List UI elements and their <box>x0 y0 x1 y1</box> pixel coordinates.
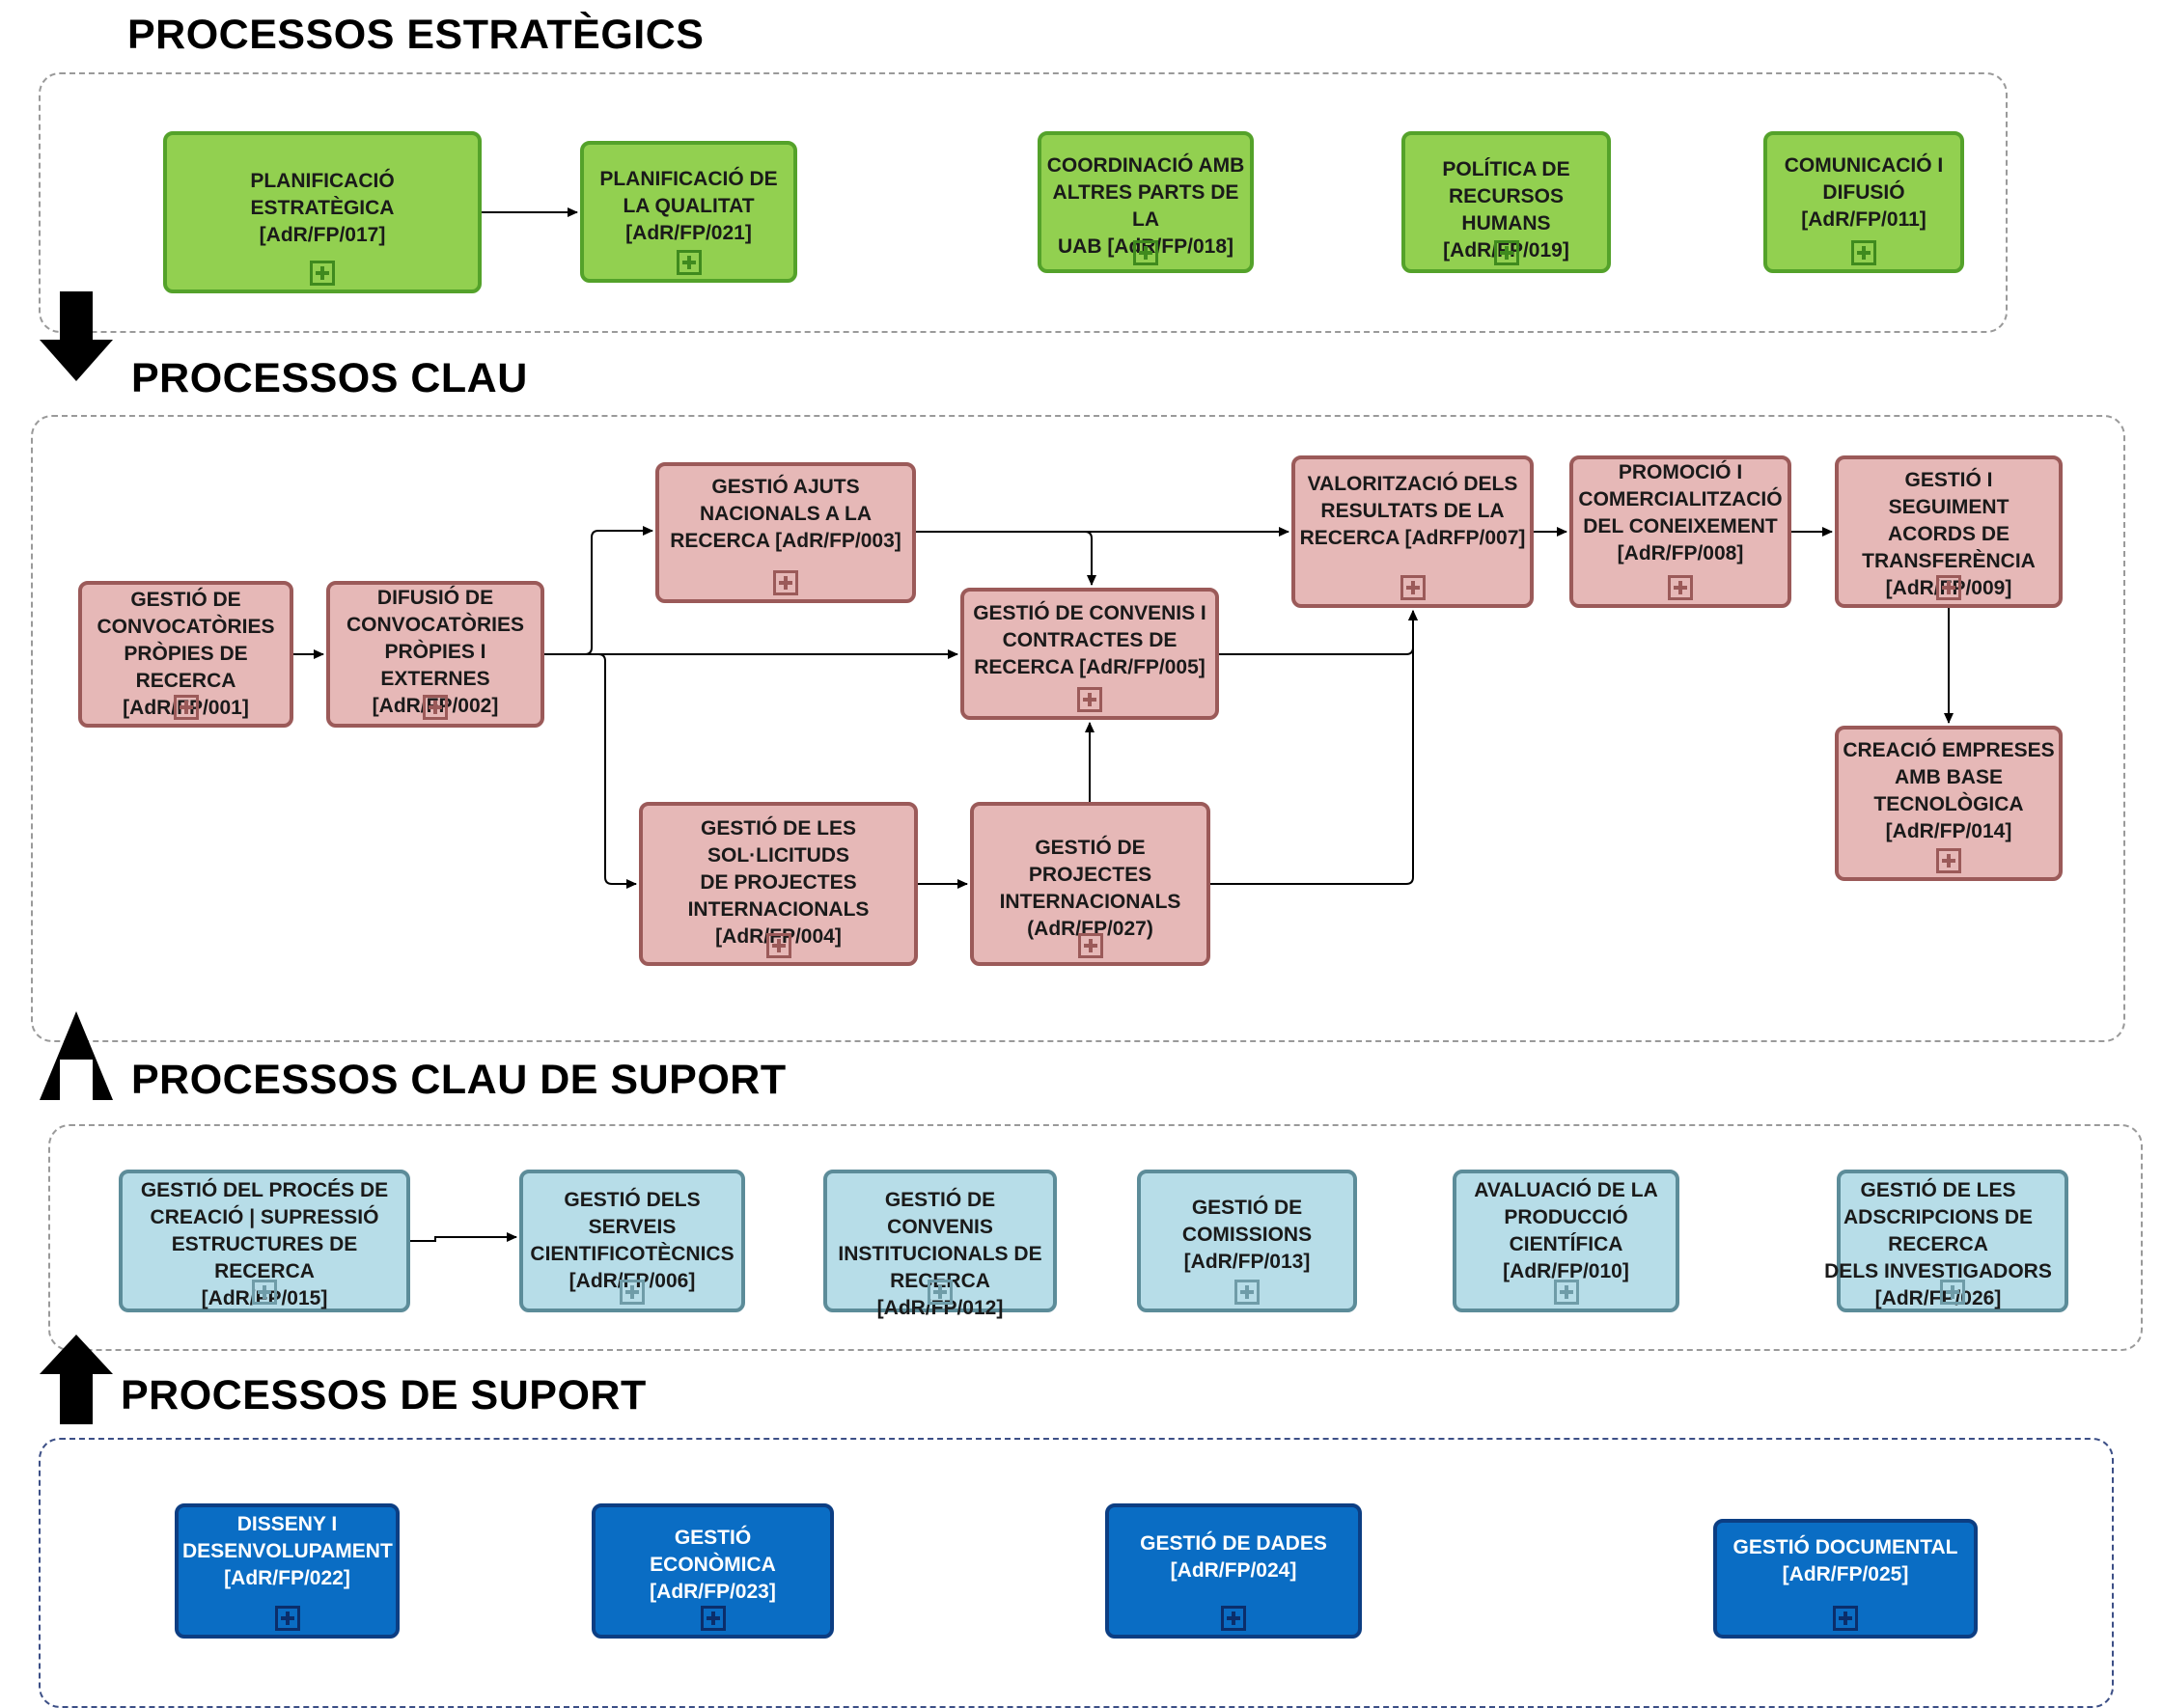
process-label: GESTIÓ AJUTS NACIONALS A LA RECERCA [AdR… <box>670 476 901 552</box>
expand-icon[interactable] <box>310 261 335 286</box>
process-label: GESTIÓ DE LES SOL·LICITUDS DE PROJECTES … <box>687 817 870 948</box>
process-label: GESTIÓ DELS SERVEIS CIENTIFICOTÈCNICS [A… <box>530 1189 735 1292</box>
process-label: AVALUACIÓ DE LA PRODUCCIÓ CIENTÍFICA [Ad… <box>1474 1179 1658 1282</box>
expand-icon[interactable] <box>676 250 702 275</box>
process-box-023[interactable]: GESTIÓ ECONÒMICA [AdR/FP/023] <box>592 1503 834 1639</box>
process-box-006[interactable]: GESTIÓ DELS SERVEIS CIENTIFICOTÈCNICS [A… <box>519 1170 745 1312</box>
expand-icon[interactable] <box>928 1280 953 1305</box>
process-label: VALORITZACIÓ DELS RESULTATS DE LA RECERC… <box>1299 473 1526 549</box>
expand-icon[interactable] <box>773 570 798 595</box>
expand-icon[interactable] <box>1493 240 1519 265</box>
expand-icon[interactable] <box>252 1280 277 1305</box>
expand-icon[interactable] <box>274 1606 300 1631</box>
process-box-001[interactable]: GESTIÓ DE CONVOCATÒRIES PRÒPIES DE RECER… <box>78 581 293 728</box>
process-box-026[interactable]: GESTIÓ DE LES ADSCRIPCIONS DE RECERCA DE… <box>1824 1170 2068 1312</box>
process-box-009[interactable]: GESTIÓ I SEGUIMENT ACORDS DE TRANSFERÈNC… <box>1835 455 2063 608</box>
strategic-frame <box>39 72 2008 333</box>
process-label: DIFUSIÓ DE CONVOCATÒRIES PRÒPIES I EXTER… <box>346 587 524 717</box>
section-title-support: PROCESSOS DE SUPORT <box>121 1372 647 1419</box>
process-label: POLÍTICA DE RECURSOS HUMANS [AdR/FP/019] <box>1442 158 1570 262</box>
expand-icon[interactable] <box>1936 575 1961 600</box>
process-box-025[interactable]: GESTIÓ DOCUMENTAL [AdR/FP/025] <box>1713 1519 1978 1639</box>
connector-027-007 <box>1210 610 1418 885</box>
expand-icon[interactable] <box>1234 1280 1260 1305</box>
process-box-014[interactable]: CREACIÓ EMPRESES AMB BASE TECNOLÒGICA [A… <box>1835 726 2063 881</box>
process-label: GESTIÓ DE LES ADSCRIPCIONS DE RECERCA DE… <box>1824 1179 2052 1309</box>
support-frame <box>39 1438 2114 1708</box>
expand-icon[interactable] <box>1940 1280 1965 1305</box>
process-box-010[interactable]: AVALUACIÓ DE LA PRODUCCIÓ CIENTÍFICA [Ad… <box>1453 1170 1679 1312</box>
process-box-027[interactable]: GESTIÓ DE PROJECTES INTERNACIONALS (AdR/… <box>970 802 1210 966</box>
process-label: GESTIÓ ECONÒMICA [AdR/FP/023] <box>650 1527 776 1603</box>
up-arrow-icon <box>40 1011 113 1100</box>
key-frame <box>31 415 2125 1042</box>
connector-003-005 <box>916 531 1096 586</box>
expand-icon[interactable] <box>1668 575 1693 600</box>
process-box-003[interactable]: GESTIÓ AJUTS NACIONALS A LA RECERCA [AdR… <box>655 462 916 603</box>
expand-icon[interactable] <box>423 695 448 720</box>
section-title-key-support: PROCESSOS CLAU DE SUPORT <box>131 1057 787 1103</box>
process-label: GESTIÓ DE PROJECTES INTERNACIONALS (AdR/… <box>999 837 1181 940</box>
process-label: GESTIÓ DOCUMENTAL [AdR/FP/025] <box>1732 1536 1958 1585</box>
process-label: GESTIÓ DE COMISSIONS [AdR/FP/013] <box>1181 1197 1313 1273</box>
process-box-015[interactable]: GESTIÓ DEL PROCÉS DE CREACIÓ | SUPRESSIÓ… <box>119 1170 410 1312</box>
expand-icon[interactable] <box>1400 575 1426 600</box>
process-label: PROMOCIÓ I COMERCIALITZACIÓ DEL CONEIXEM… <box>1578 461 1783 565</box>
expand-icon[interactable] <box>173 695 199 720</box>
process-box-007[interactable]: VALORITZACIÓ DELS RESULTATS DE LA RECERC… <box>1291 455 1534 608</box>
process-label: GESTIÓ DE DADES [AdR/FP/024] <box>1140 1532 1327 1582</box>
process-label: DISSENY I DESENVOLUPAMENT [AdR/FP/022] <box>182 1513 393 1589</box>
process-box-strategic-planning[interactable]: PLANIFICACIÓ ESTRATÈGICA [AdR/FP/017] <box>163 131 482 293</box>
process-box-013[interactable]: GESTIÓ DE COMISSIONS [AdR/FP/013] <box>1137 1170 1357 1312</box>
process-label: GESTIÓ DE CONVENIS I CONTRACTES DE RECER… <box>973 602 1206 678</box>
expand-icon[interactable] <box>700 1606 726 1631</box>
expand-icon[interactable] <box>620 1280 645 1305</box>
process-box-communication[interactable]: COMUNICACIÓ I DIFUSIÓ [AdR/FP/011] <box>1763 131 1964 273</box>
process-box-005[interactable]: GESTIÓ DE CONVENIS I CONTRACTES DE RECER… <box>960 588 1219 720</box>
process-box-quality-planning[interactable]: PLANIFICACIÓ DE LA QUALITAT [AdR/FP/021] <box>580 141 797 283</box>
process-label: COMUNICACIÓ I DIFUSIÓ [AdR/FP/011] <box>1784 154 1944 231</box>
expand-icon[interactable] <box>765 933 791 958</box>
section-title-key: PROCESSOS CLAU <box>131 355 528 401</box>
connector-005-007 <box>1219 610 1418 655</box>
connector-002-004 <box>544 653 637 889</box>
process-box-hr-policy[interactable]: POLÍTICA DE RECURSOS HUMANS [AdR/FP/019] <box>1401 131 1611 273</box>
process-label: PLANIFICACIÓ DE LA QUALITAT [AdR/FP/021] <box>599 168 778 244</box>
process-box-008[interactable]: PROMOCIÓ I COMERCIALITZACIÓ DEL CONEIXEM… <box>1569 455 1791 608</box>
process-label: PLANIFICACIÓ ESTRATÈGICA [AdR/FP/017] <box>250 170 395 246</box>
process-box-024[interactable]: GESTIÓ DE DADES [AdR/FP/024] <box>1105 1503 1362 1639</box>
process-box-022[interactable]: DISSENY I DESENVOLUPAMENT [AdR/FP/022] <box>175 1503 400 1639</box>
process-label: CREACIÓ EMPRESES AMB BASE TECNOLÒGICA [A… <box>1843 739 2055 842</box>
expand-icon[interactable] <box>1221 1606 1246 1631</box>
expand-icon[interactable] <box>1077 933 1103 958</box>
process-label: GESTIÓ DE CONVOCATÒRIES PRÒPIES DE RECER… <box>97 589 275 719</box>
expand-icon[interactable] <box>1833 1606 1858 1631</box>
process-box-002[interactable]: DIFUSIÓ DE CONVOCATÒRIES PRÒPIES I EXTER… <box>326 581 544 728</box>
expand-icon[interactable] <box>1133 240 1158 265</box>
expand-icon[interactable] <box>1077 687 1102 712</box>
expand-icon[interactable] <box>1936 848 1961 873</box>
expand-icon[interactable] <box>1553 1280 1579 1305</box>
expand-icon[interactable] <box>1851 240 1876 265</box>
process-box-004[interactable]: GESTIÓ DE LES SOL·LICITUDS DE PROJECTES … <box>639 802 918 966</box>
down-arrow-icon <box>40 291 113 381</box>
connector-015-006 <box>410 1232 517 1242</box>
key-support-frame <box>48 1124 2143 1351</box>
process-box-012[interactable]: GESTIÓ DE CONVENIS INSTITUCIONALS DE REC… <box>823 1170 1057 1319</box>
connector-002-003 <box>544 526 653 655</box>
up-arrow-icon <box>40 1335 113 1424</box>
process-box-uab-coordination[interactable]: COORDINACIÓ AMB ALTRES PARTS DE LA UAB [… <box>1038 131 1254 273</box>
section-title-strategic: PROCESSOS ESTRATÈGICS <box>127 12 705 58</box>
